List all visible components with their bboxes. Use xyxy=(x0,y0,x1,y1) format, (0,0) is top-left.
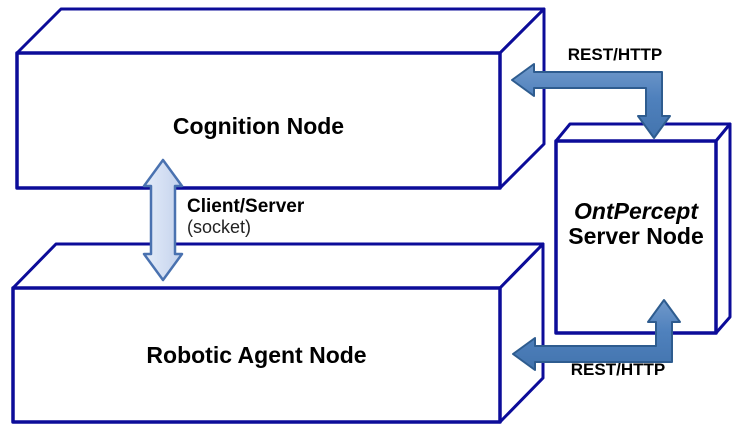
cognition-node-label: Cognition Node xyxy=(172,113,345,139)
ontpercept-server-node-box-top-face xyxy=(554,122,732,143)
robotic-agent-node-box-front-face xyxy=(11,286,502,424)
ontpercept-server-node-text: Server Node xyxy=(568,223,704,249)
ontpercept-server-node-box-front-face xyxy=(554,139,718,335)
cognition-node-box-top-face xyxy=(15,7,546,55)
ontpercept-server-node-box xyxy=(554,122,732,335)
rest-http-top-label: REST/HTTP xyxy=(567,45,663,64)
ontpercept-server-node-label: OntPercept Server Node xyxy=(556,141,716,333)
robotic-agent-node-label: Robotic Agent Node xyxy=(146,341,367,368)
ontpercept-name: OntPercept xyxy=(574,198,698,224)
cognition-node-box xyxy=(15,7,546,190)
rest-http-bottom-elbow-arrow xyxy=(512,299,681,371)
socket-sublabel: (socket) xyxy=(187,217,252,237)
ontpercept-server-node-box-side-face xyxy=(714,122,732,335)
client-server-double-arrow xyxy=(142,158,184,282)
rest-http-bottom-label: REST/HTTP xyxy=(570,360,666,379)
client-server-label: Client/Server xyxy=(187,196,305,217)
cognition-node-box-front-face xyxy=(15,51,502,190)
rest-http-top-elbow-arrow xyxy=(511,63,671,139)
robotic-agent-node-box-top-face xyxy=(11,242,545,290)
